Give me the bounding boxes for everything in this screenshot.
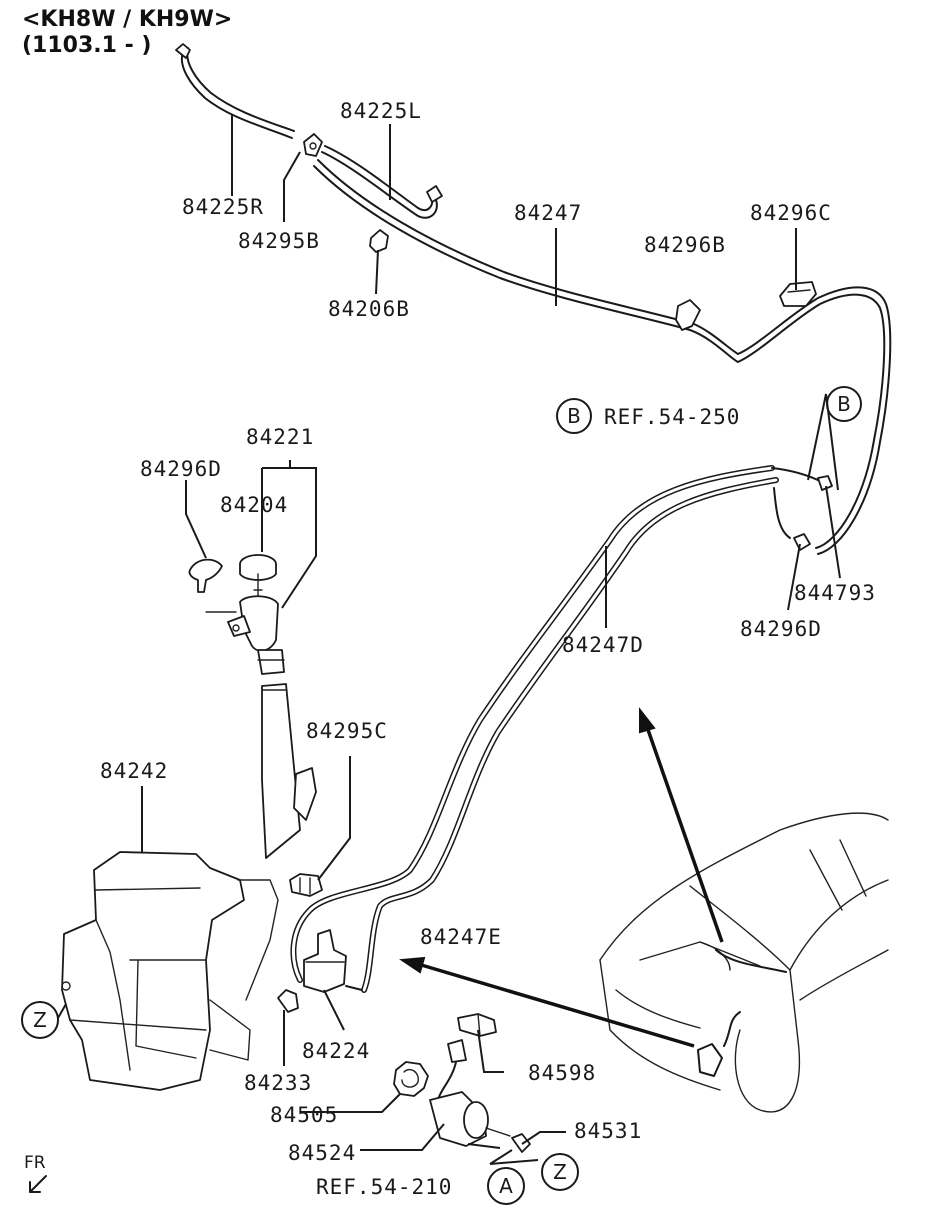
clip-84296b[interactable] (675, 299, 701, 331)
label-84505: 84505 (270, 1103, 338, 1127)
svg-text:B: B (567, 404, 581, 428)
label-844793: 844793 (794, 581, 876, 605)
svg-text:B: B (837, 392, 851, 416)
label-84247d: 84247D (562, 633, 644, 657)
clip-84296c-top[interactable] (779, 281, 817, 307)
label-84224: 84224 (302, 1039, 370, 1063)
label-84247e: 84247E (420, 925, 502, 949)
part-labels: 84225L 84225R 84295B 84206B 84247 84296B… (100, 99, 876, 1199)
filler-cap-84204[interactable] (239, 554, 277, 601)
label-84295c: 84295C (306, 719, 388, 743)
bracket-84295c[interactable] (293, 767, 317, 821)
leader-lines (57, 114, 841, 1165)
hose-84247[interactable] (313, 159, 892, 555)
model-code-title: <KH8W / KH9W> (22, 7, 232, 32)
front-orientation-indicator: FR (24, 1153, 47, 1193)
callout-z-bottom: Z (541, 1153, 579, 1191)
label-84225r: 84225R (182, 195, 264, 219)
label-84221: 84221 (246, 425, 314, 449)
hose-joint-84598[interactable] (457, 1013, 497, 1037)
label-84225l: 84225L (340, 99, 422, 123)
label-84206b: 84206B (328, 297, 410, 321)
svg-text:Z: Z (33, 1008, 47, 1032)
hose-84247d[interactable] (290, 465, 823, 993)
front-arrow-icon (29, 1175, 47, 1193)
label-84296b: 84296B (644, 233, 726, 257)
pointer-arrow-left (399, 956, 695, 1048)
hose-84225r[interactable] (175, 43, 295, 139)
hose-84225l[interactable] (321, 145, 443, 219)
label-84296d-left: 84296D (140, 457, 222, 481)
callout-z-left: Z (21, 1001, 59, 1039)
label-84598: 84598 (528, 1061, 596, 1085)
clip-84206b[interactable] (369, 229, 389, 253)
grommet-84531[interactable] (511, 1133, 531, 1153)
washer-motor-84224[interactable] (303, 929, 363, 993)
svg-text:A: A (499, 1174, 513, 1198)
callout-b-pointer: B (826, 386, 862, 422)
label-84247: 84247 (514, 201, 582, 225)
label-84531: 84531 (574, 1119, 642, 1143)
connector-hose (437, 1039, 467, 1101)
label-84296d-right: 84296D (740, 617, 822, 641)
reservoir-tank-84242[interactable] (61, 851, 279, 1091)
filler-neck-84221[interactable] (205, 595, 301, 859)
bracket-84505[interactable] (393, 1061, 429, 1097)
callout-b-ref: B (556, 398, 592, 434)
vehicle-silhouette (599, 812, 889, 1113)
fr-label: FR (24, 1153, 46, 1173)
label-84296c-top: 84296C (750, 201, 832, 225)
grommet-84233[interactable] (277, 989, 299, 1013)
label-84242: 84242 (100, 759, 168, 783)
clip-84296d-left[interactable] (188, 558, 223, 593)
grommet-84295c[interactable] (289, 873, 323, 897)
date-range-subtitle: (1103.1 - ) (22, 33, 151, 58)
joint-84295b[interactable] (303, 133, 323, 157)
label-84524: 84524 (288, 1141, 356, 1165)
label-84295b: 84295B (238, 229, 320, 253)
pointer-arrow-up (639, 707, 724, 943)
check-valve-844793[interactable] (817, 475, 833, 491)
clip-84296d-right[interactable] (793, 533, 811, 551)
svg-text:Z: Z (553, 1160, 567, 1184)
label-ref-54-250: REF.54-250 (604, 405, 740, 429)
label-84204: 84204 (220, 493, 288, 517)
label-84233: 84233 (244, 1071, 312, 1095)
label-ref-54-210: REF.54-210 (316, 1175, 452, 1199)
callout-a-ref: A (487, 1167, 525, 1205)
washer-pump-84524[interactable] (429, 1091, 511, 1147)
